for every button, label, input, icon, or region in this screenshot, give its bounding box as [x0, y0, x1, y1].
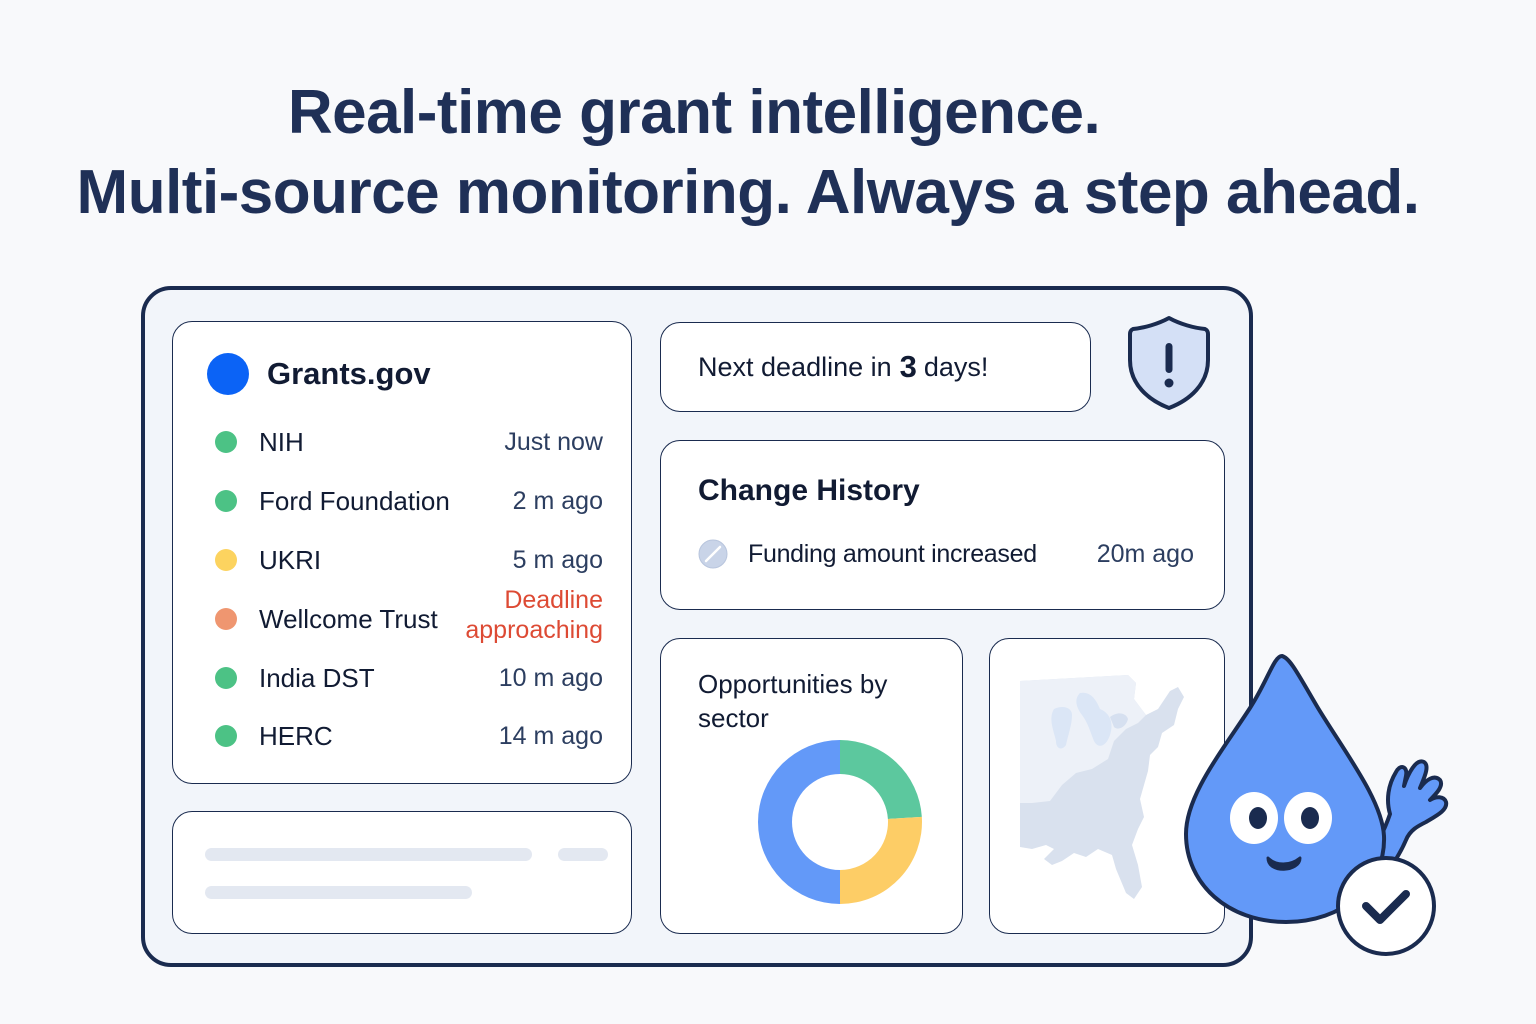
donut-segment[interactable] [840, 816, 922, 904]
next-deadline-card[interactable]: Next deadline in 3 days! [660, 322, 1091, 412]
donut-segment[interactable] [840, 740, 922, 819]
deadline-suffix: days! [923, 351, 989, 382]
source-time: 14 m ago [498, 721, 603, 750]
status-dot-icon [215, 549, 237, 571]
edit-icon [698, 539, 728, 569]
status-dot-icon [215, 667, 237, 689]
water-drop-mascot-icon [1184, 654, 1449, 956]
sector-donut-chart[interactable] [756, 738, 924, 906]
status-dot-icon [215, 725, 237, 747]
status-line-1: Deadline [504, 585, 603, 614]
skeleton-line [205, 886, 472, 899]
source-name: HERC [259, 720, 333, 751]
status-dot-icon [215, 608, 237, 630]
headline-line-1: Real-time grant intelligence. [287, 78, 1101, 147]
check-circle-icon [1336, 856, 1436, 956]
skeleton-line [205, 848, 532, 861]
deadline-approaching-status: Deadline approaching [465, 585, 603, 646]
source-name: Wellcome Trust [259, 603, 438, 634]
map-card [989, 638, 1225, 934]
status-dot-icon [215, 490, 237, 512]
source-row-india-dst[interactable]: India DST 10 m ago [215, 658, 603, 698]
source-row-herc[interactable]: HERC 14 m ago [215, 716, 603, 756]
source-row-wellcome-trust[interactable]: Wellcome Trust Deadline approaching [215, 586, 603, 644]
shield-alert-icon [1128, 316, 1210, 410]
status-dot-icon [215, 431, 237, 453]
sources-title: Grants.gov [267, 356, 431, 391]
change-history-title: Change History [698, 474, 920, 507]
status-line-2: approaching [465, 616, 603, 644]
source-time: 10 m ago [498, 663, 603, 692]
change-time: 20m ago [1096, 539, 1194, 568]
change-history-item[interactable]: Funding amount increased 20m ago [698, 539, 1194, 569]
source-row-ford-foundation[interactable]: Ford Foundation 2 m ago [215, 481, 603, 521]
sources-card: Grants.gov NIH Just now Ford Foundation … [172, 321, 632, 784]
donut-segment[interactable] [758, 740, 840, 904]
source-row-ukri[interactable]: UKRI 5 m ago [215, 540, 603, 580]
source-row-nih[interactable]: NIH Just now [215, 422, 603, 462]
deadline-prefix: Next deadline in [698, 351, 892, 382]
headline-line-2: Multi-source monitoring. Always a step a… [76, 158, 1420, 227]
grants-gov-logo-icon [207, 353, 249, 395]
deadline-days-count: 3 [899, 349, 917, 384]
sector-chart-title: Opportunities by sector [698, 669, 888, 733]
source-name: India DST [259, 662, 375, 693]
source-name: NIH [259, 426, 304, 457]
us-map-icon[interactable] [1018, 669, 1198, 909]
sector-chart-card: Opportunities by sector [660, 638, 963, 934]
source-time: 5 m ago [512, 545, 603, 574]
placeholder-card [172, 811, 632, 934]
source-time: 2 m ago [512, 486, 603, 515]
change-history-card: Change History Funding amount increased … [660, 440, 1225, 610]
skeleton-line [558, 848, 608, 861]
source-name: UKRI [259, 544, 322, 575]
source-time: Just now [504, 427, 603, 456]
change-description: Funding amount increased [748, 539, 1037, 568]
source-name: Ford Foundation [259, 485, 450, 516]
sources-header: Grants.gov [207, 353, 431, 395]
